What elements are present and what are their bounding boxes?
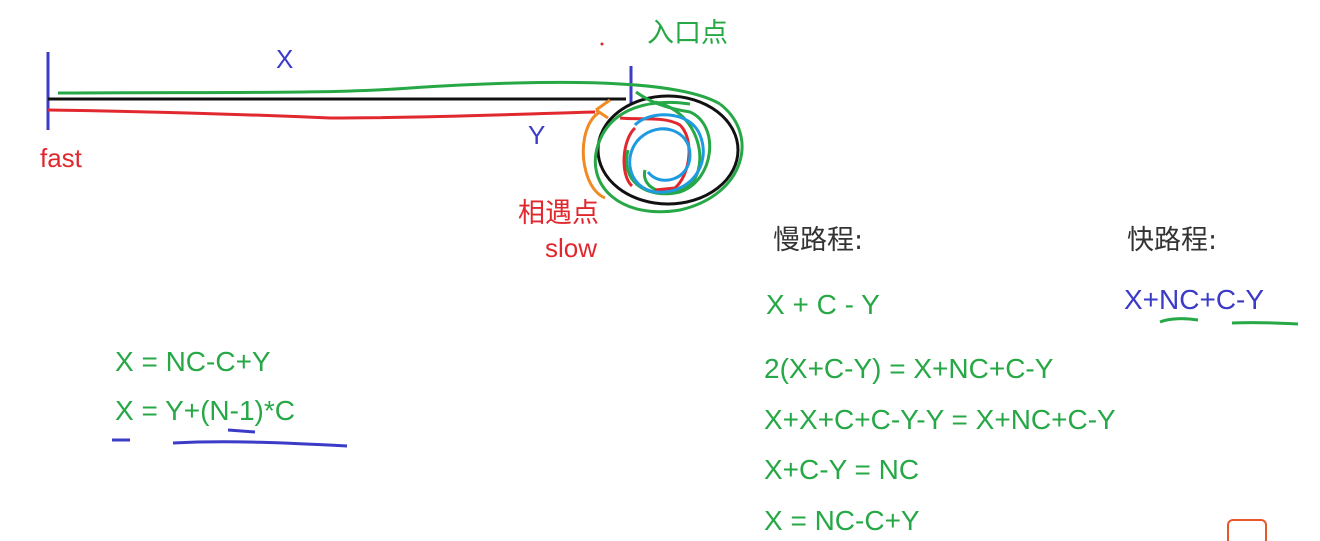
label-x: X bbox=[276, 44, 294, 74]
label-fast: fast bbox=[40, 143, 82, 173]
underline-n bbox=[227, 428, 256, 434]
label-entry: 入口点 bbox=[647, 18, 728, 49]
derivation-step-3: X+C-Y = NC bbox=[764, 454, 920, 485]
label-y: Y bbox=[528, 120, 546, 150]
meet-arrow bbox=[581, 98, 611, 200]
slow-path-expr: X + C - Y bbox=[766, 289, 880, 320]
slow-path-line bbox=[57, 80, 721, 106]
fast-path-heading: 快路程: bbox=[1127, 225, 1218, 256]
derivation-step-1: 2(X+C-Y) = X+NC+C-Y bbox=[764, 353, 1054, 384]
derivation-step-4: X = NC-C+Y bbox=[764, 505, 920, 536]
fast-path-expr: X+NC+C-Y bbox=[1124, 284, 1265, 315]
fast-path-line bbox=[47, 108, 596, 120]
derivation-step-2: X+X+C+C-Y-Y = X+NC+C-Y bbox=[764, 404, 1116, 435]
label-meet: 相遇点 bbox=[518, 198, 599, 229]
label-slow: slow bbox=[545, 233, 598, 263]
underline-rhs bbox=[172, 440, 348, 448]
underline-nc bbox=[1159, 317, 1199, 324]
slow-path-heading: 慢路程: bbox=[773, 225, 864, 256]
left-equation-1: X = NC-C+Y bbox=[115, 346, 271, 377]
csdn-logo-icon: csdn-logo-icon bbox=[1227, 519, 1267, 541]
fast-loop-cyan bbox=[628, 113, 705, 194]
slow-loop-1 bbox=[593, 100, 744, 214]
underline-cy bbox=[1231, 321, 1299, 326]
left-equation-2: X = Y+(N-1)*C bbox=[115, 395, 295, 426]
